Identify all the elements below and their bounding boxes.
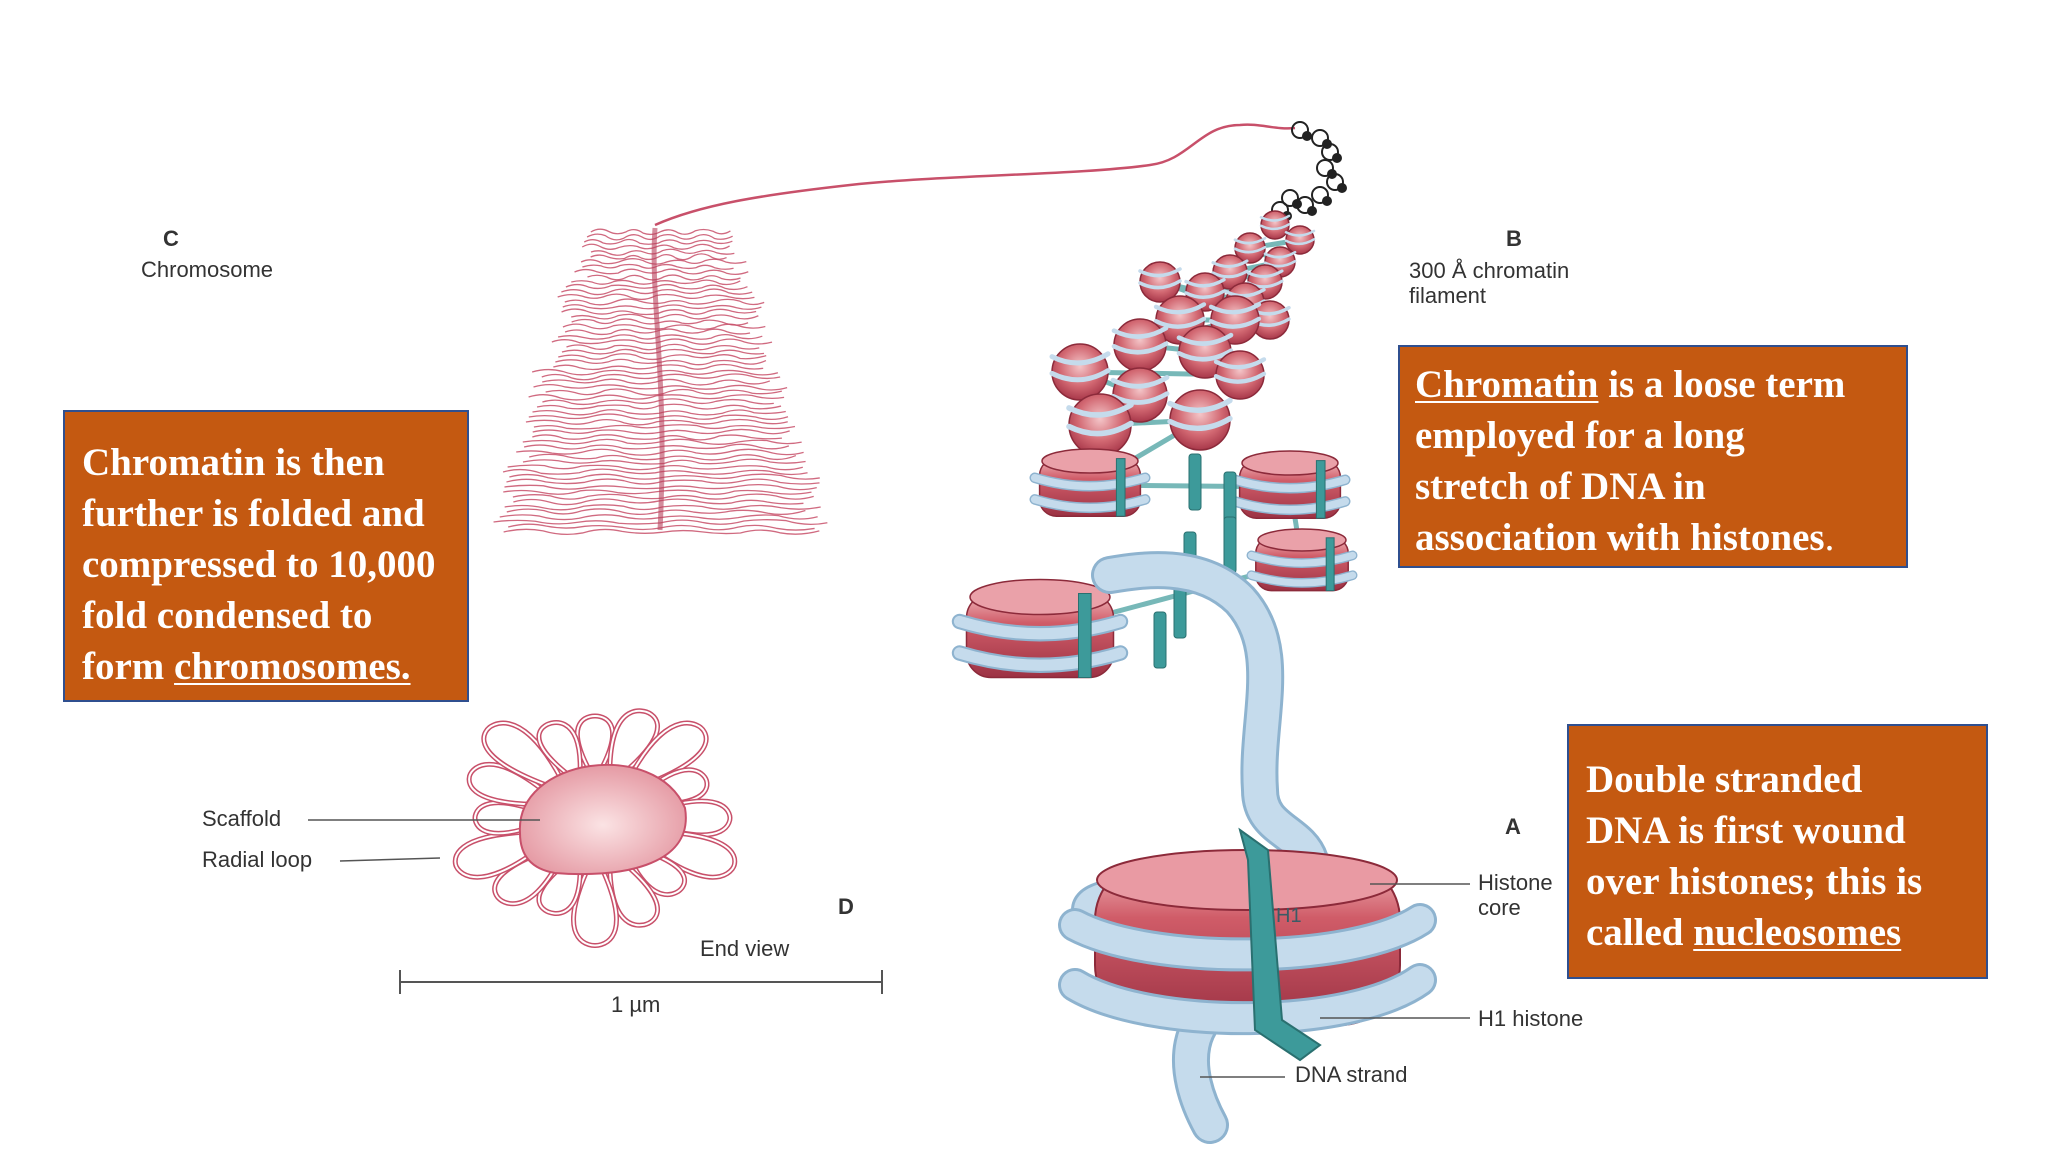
panel-d-letter: D: [838, 894, 854, 919]
scale-label: 1 µm: [611, 992, 661, 1017]
chromosomes-term: chromosomes.: [174, 645, 411, 688]
callout-right-top-line4-end: .: [1824, 516, 1835, 559]
chromosome-illustration: [493, 227, 828, 536]
radial-loop-label: Radial loop: [202, 847, 313, 872]
scaffold-label: Scaffold: [202, 806, 282, 831]
callout-left-line2: further is folded and: [82, 492, 425, 535]
callout-left-line5-prefix: form: [82, 645, 175, 688]
histone-core-label-line2: core: [1478, 895, 1521, 920]
callout-right-top-line3: stretch of DNA in: [1415, 465, 1706, 508]
dna-strand-label: DNA strand: [1295, 1062, 1408, 1087]
callout-left-line1: Chromatin is then: [82, 441, 385, 484]
filament-label-line2: filament: [1409, 283, 1487, 308]
chromatin-thread: [654, 123, 1296, 227]
callout-left-line4: fold condensed to: [82, 594, 373, 637]
filament-label-line1: 300 Å chromatin: [1409, 258, 1570, 283]
chromatin-term: Chromatin: [1415, 363, 1599, 406]
callout-right-top-line2: employed for a long: [1415, 414, 1745, 457]
callout-right-top-line1-rest: is a loose term: [1598, 363, 1846, 406]
radial-loop-leader: [339, 857, 441, 862]
callout-chromosome-folding: Chromatin is then further is folded and …: [63, 410, 469, 702]
panel-b-letter: B: [1506, 226, 1522, 251]
h1-mark: H1: [1276, 905, 1302, 927]
callout-left-line3: compressed to 10,000: [82, 543, 436, 586]
callout-right-top-line4: association with histones: [1415, 516, 1825, 559]
callout-nucleosome-formation: Double stranded DNA is first wound over …: [1567, 724, 1988, 979]
h1-histone-label: H1 histone: [1478, 1006, 1584, 1031]
end-view-illustration: [452, 708, 738, 948]
chromatin-filament: [951, 210, 1358, 679]
callout-right-bottom-line3: over histones; this is: [1586, 860, 1923, 903]
nucleosome-illustration: [1058, 551, 1437, 1144]
callout-right-bottom-line4-prefix: called: [1586, 911, 1694, 954]
scale-bar: [399, 970, 883, 994]
h1-histone: [1238, 827, 1322, 1062]
fine-chromatin-fiber: [1271, 121, 1347, 221]
callout-chromatin-definition: Chromatin is a loose term employed for a…: [1398, 345, 1908, 568]
nucleosomes-term: nucleosomes: [1693, 911, 1902, 954]
chromosome-label: Chromosome: [141, 257, 274, 282]
panel-a-letter: A: [1505, 814, 1521, 839]
end-view-label: End view: [700, 936, 790, 961]
callout-right-bottom-line2: DNA is first wound: [1586, 809, 1906, 852]
histone-core-label-line1: Histone: [1478, 870, 1553, 895]
callout-right-bottom-line1: Double stranded: [1586, 758, 1863, 801]
panel-c-letter: C: [163, 226, 179, 251]
